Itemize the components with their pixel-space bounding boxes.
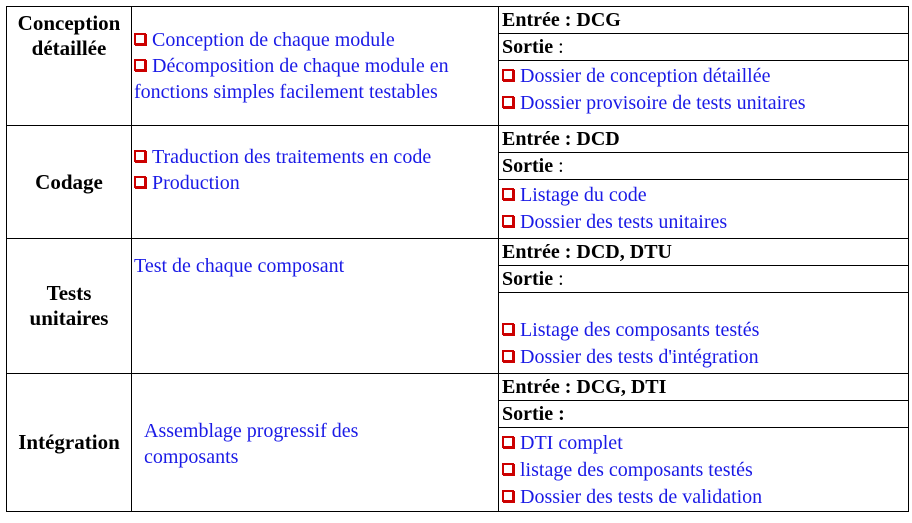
- sortie-label: Sortie: [502, 403, 554, 425]
- output-item: DTI complet: [502, 430, 905, 457]
- phases-table: Conception détaillée Conception de chaqu…: [6, 6, 909, 512]
- description-item: composants: [144, 446, 239, 468]
- sortie-colon: :: [553, 403, 565, 425]
- entree-cell: Entrée : DCG, DTI: [498, 373, 909, 401]
- table-row: Sortie :: [7, 33, 909, 61]
- description-item: Conception de chaque module: [134, 27, 495, 53]
- table-row: Listage des composants testés Dossier de…: [7, 292, 909, 374]
- phase-name-line: unitaires: [29, 306, 109, 330]
- entree-cell: Entrée : DCD: [498, 125, 909, 153]
- sortie-colon: :: [553, 268, 564, 290]
- table-row: Sortie :: [7, 400, 909, 428]
- phase-name-cell: Intégration: [6, 373, 132, 512]
- checkbox-bullet-icon: [502, 69, 514, 81]
- sortie-label: Sortie: [502, 36, 554, 58]
- table-row: Codage Traduction des traitements en cod…: [6, 125, 909, 239]
- sortie-colon: :: [553, 36, 564, 58]
- output-item: Dossier des tests unitaires: [502, 209, 905, 236]
- sortie-colon: :: [553, 155, 564, 177]
- phase-description-cell: Assemblage progressif des composants: [131, 373, 499, 512]
- checkbox-bullet-icon: [502, 215, 514, 227]
- phase-name-line: Conception: [17, 11, 121, 35]
- outputs-cell: Listage du code Dossier des tests unitai…: [498, 179, 909, 239]
- entree-cell: Entrée : DCD, DTU: [498, 238, 909, 266]
- outputs-cell: Dossier de conception détaillée Dossier …: [498, 60, 909, 126]
- output-item: Listage des composants testés: [502, 317, 905, 344]
- phase-name-line: Tests: [46, 281, 92, 305]
- checkbox-bullet-icon: [502, 96, 514, 108]
- entree-cell: Entrée : DCG: [498, 6, 909, 34]
- phase-description-cell: Traduction des traitements en code Produ…: [131, 125, 499, 239]
- phase-name-line: détaillée: [31, 36, 107, 60]
- description-item: fonctions simples facilement testables: [134, 81, 438, 103]
- sortie-cell: Sortie :: [498, 152, 909, 180]
- output-item: Dossier provisoire de tests unitaires: [502, 90, 905, 117]
- table-row: DTI complet listage des composants testé…: [7, 427, 909, 512]
- checkbox-bullet-icon: [502, 188, 514, 200]
- output-item: Listage du code: [502, 182, 905, 209]
- description-item: Assemblage progressif des: [144, 420, 359, 442]
- table-row: Listage du code Dossier des tests unitai…: [7, 179, 909, 239]
- description-item: Test de chaque composant: [134, 255, 345, 277]
- sortie-cell: Sortie :: [498, 265, 909, 293]
- checkbox-bullet-icon: [502, 463, 514, 475]
- phase-name-cell: Tests unitaires: [6, 238, 132, 374]
- sortie-label: Sortie: [502, 155, 554, 177]
- phase-name-line: Codage: [35, 169, 103, 194]
- description-item: Traduction des traitements en code: [134, 144, 495, 170]
- checkbox-bullet-icon: [502, 436, 514, 448]
- sortie-cell: Sortie :: [498, 400, 909, 428]
- description-item: Décomposition de chaque module en: [134, 53, 495, 79]
- table-row: Conception détaillée Conception de chaqu…: [6, 6, 909, 126]
- output-item: Dossier des tests d'intégration: [502, 344, 905, 371]
- checkbox-bullet-icon: [502, 490, 514, 502]
- sortie-cell: Sortie :: [498, 33, 909, 61]
- checkbox-bullet-icon: [502, 323, 514, 335]
- outputs-cell: DTI complet listage des composants testé…: [498, 427, 909, 512]
- sortie-label: Sortie: [502, 268, 554, 290]
- phase-name-cell: Conception détaillée: [6, 6, 132, 126]
- checkbox-bullet-icon: [134, 176, 146, 188]
- table-row: Tests unitaires Test de chaque composant…: [6, 238, 909, 374]
- output-item: Dossier des tests de validation: [502, 484, 905, 511]
- checkbox-bullet-icon: [502, 350, 514, 362]
- checkbox-bullet-icon: [134, 59, 146, 71]
- description-item: Production: [134, 170, 495, 196]
- checkbox-bullet-icon: [134, 33, 146, 45]
- checkbox-bullet-icon: [134, 150, 146, 162]
- table-row: Sortie :: [7, 152, 909, 180]
- phase-name-cell: Codage: [6, 125, 132, 239]
- phase-description-cell: Conception de chaque module Décompositio…: [131, 6, 499, 126]
- table-row: Intégration Assemblage progressif des co…: [6, 373, 909, 512]
- phase-description-cell: Test de chaque composant: [131, 238, 499, 374]
- output-item: listage des composants testés: [502, 457, 905, 484]
- phase-name-line: Intégration: [18, 430, 120, 454]
- output-item: Dossier de conception détaillée: [502, 63, 905, 90]
- outputs-cell: Listage des composants testés Dossier de…: [498, 292, 909, 374]
